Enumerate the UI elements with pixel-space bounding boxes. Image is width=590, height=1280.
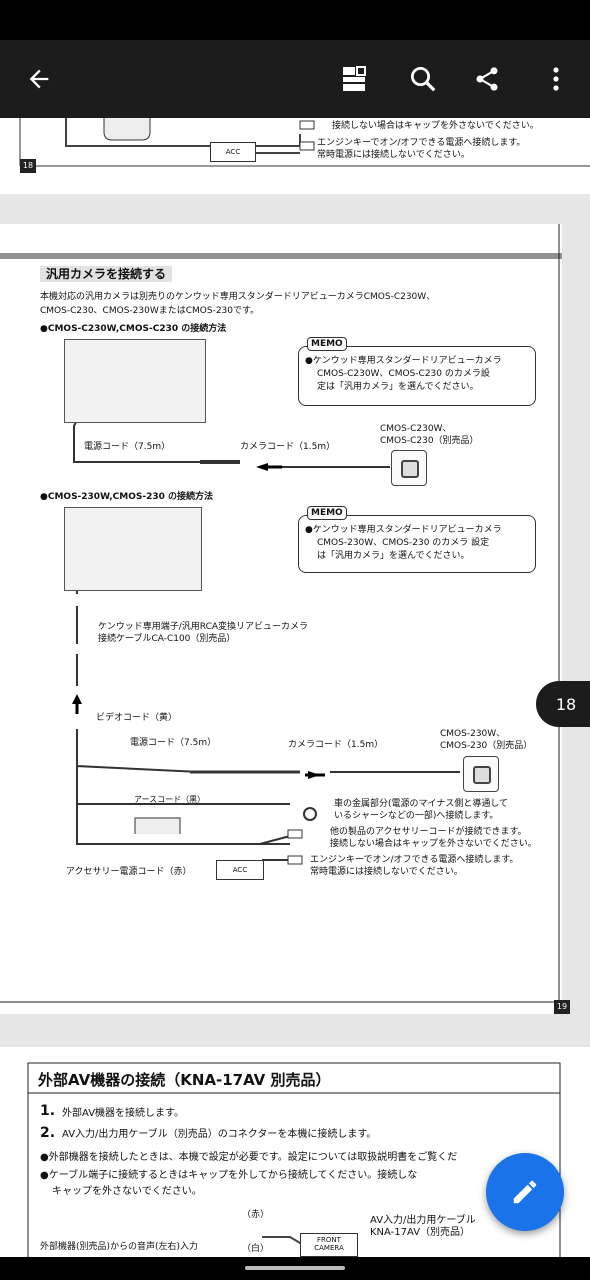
ign-note-1: エンジンキーでオン/オフできる電源へ接続します。 xyxy=(310,855,519,865)
step1-text: 外部AV機器を接続します。 xyxy=(62,1108,185,1119)
status-bar xyxy=(0,0,590,40)
method1-title: ●CMOS-C230W,CMOS-C230 の接続方法 xyxy=(40,324,227,334)
camera-1 xyxy=(391,450,427,486)
page-number-19: 19 xyxy=(554,1000,570,1014)
page-20: 外部AV機器の接続（KNA-17AV 別売品） 1. 外部AV機器を接続します。… xyxy=(0,1047,590,1257)
acc-note-2: 接続しない場合はキャップを外さないでください。 xyxy=(330,839,537,849)
memo1-line2: CMOS-C230W、CMOS-C230 のカメラ設 xyxy=(317,369,490,379)
page-18-diagram xyxy=(19,118,590,167)
page18-line3: 常時電源には接続しないでください。 xyxy=(317,150,470,160)
head-unit-2 xyxy=(64,507,202,591)
power-cord-2-label: 電源コード（7.5m） xyxy=(130,738,217,748)
adapter-label-1: ケンウッド専用端子/汎用RCA変換リアビューカメラ xyxy=(98,622,309,632)
memo-box-2: MEMO ●ケンウッド専用スタンダードリアビューカメラ CMOS-230W、CM… xyxy=(298,506,536,573)
cam2-label-1: CMOS-230W、 xyxy=(440,729,506,739)
power-cord-1-label: 電源コード（7.5m） xyxy=(84,442,171,452)
page-indicator-badge: 18 xyxy=(536,681,590,727)
home-handle[interactable] xyxy=(245,1266,345,1270)
document-outline-icon[interactable] xyxy=(330,40,378,118)
page18-line1: 接続しない場合はキャップを外さないでください。 xyxy=(332,121,539,131)
back-arrow-icon[interactable] xyxy=(14,40,64,118)
page-19: 汎用カメラを接続する 本機対応の汎用カメラは別売りのケンウッド専用スタンダードリ… xyxy=(0,224,570,1014)
app-bar xyxy=(0,40,590,118)
front-camera-box: FRONT CAMERA xyxy=(300,1233,358,1257)
camera-cord-2-label: カメラコード（1.5m） xyxy=(288,740,384,750)
method2-title: ●CMOS-230W,CMOS-230 の接続方法 xyxy=(40,492,214,502)
head-unit-1 xyxy=(64,339,206,423)
memo1-line3: 定は「汎用カメラ」を選んでください。 xyxy=(317,382,479,392)
memo-box-1: MEMO ●ケンウッド専用スタンダードリアビューカメラ CMOS-C230W、C… xyxy=(298,337,536,406)
memo1-line1: ●ケンウッド専用スタンダードリアビューカメラ xyxy=(305,356,502,366)
page18-line2: エンジンキーでオン/オフできる電源へ接続します。 xyxy=(317,138,526,148)
note-3: キャップを外さないでください。 xyxy=(52,1186,202,1197)
memo2-line1: ●ケンウッド専用スタンダードリアビューカメラ xyxy=(305,525,502,535)
camera-cord-1-label: カメラコード（1.5m） xyxy=(240,442,336,452)
earth-cord-label: アースコード（黒） xyxy=(134,795,206,804)
acc-cord-label: アクセサリー電源コード（赤） xyxy=(66,867,192,877)
acc-box: ACC xyxy=(210,142,256,162)
video-cord-label: ビデオコード（黄） xyxy=(96,713,178,723)
cable-label-1: AV入力/出力用ケーブル xyxy=(370,1215,476,1226)
acc-box-2: ACC xyxy=(216,860,264,880)
white-label: （白） xyxy=(242,1244,270,1254)
cam1-label-2: CMOS-C230（別売品） xyxy=(380,436,479,446)
step2-number: 2. xyxy=(40,1125,56,1141)
page-19-wiring-diagram xyxy=(0,224,562,1014)
memo-tag-1: MEMO xyxy=(307,337,347,351)
camera-2 xyxy=(463,756,499,792)
memo2-line2: CMOS-230W、CMOS-230 のカメラ 設定 xyxy=(317,538,490,548)
front-camera-line-1: FRONT xyxy=(317,1236,341,1244)
search-icon[interactable] xyxy=(398,40,448,118)
page-18: ACC 接続しない場合はキャップを外さないでください。 エンジンキーでオン/オフ… xyxy=(0,118,590,194)
intro-line-2: CMOS-C230、CMOS-230WまたはCMOS-230です。 xyxy=(40,306,260,316)
audio-input-label: 外部機器(別売品)からの音声(左右)入力 xyxy=(40,1242,199,1252)
navigation-bar xyxy=(0,1257,590,1280)
page-20-frame xyxy=(27,1062,561,1257)
cam2-label-2: CMOS-230（別売品） xyxy=(440,741,533,751)
edit-fab-button[interactable] xyxy=(486,1153,564,1231)
adapter-label-2: 接続ケーブルCA-C100（別売品） xyxy=(98,634,236,644)
cable-label-2: KNA-17AV（別売品） xyxy=(370,1227,471,1238)
page20-title: 外部AV機器の接続（KNA-17AV 別売品） xyxy=(38,1071,331,1089)
earth-note-2: いるシャーシなどの一部)へ接続します。 xyxy=(334,811,499,821)
edit-pencil-icon xyxy=(513,1180,537,1204)
earth-note-1: 車の金属部分(電源のマイナス側と導通して xyxy=(334,799,509,809)
page-number-18: 18 xyxy=(20,159,36,173)
step1-number: 1. xyxy=(40,1103,56,1119)
note-1: ●外部機器を接続したときは、本機で設定が必要です。設定については取扱説明書をご覧… xyxy=(40,1152,458,1163)
more-vert-icon[interactable] xyxy=(536,40,576,118)
share-icon[interactable] xyxy=(462,40,512,118)
memo2-line3: は「汎用カメラ」を選んでください。 xyxy=(317,551,470,561)
acc-note-1: 他の製品のアクセサリーコードが接続できます。 xyxy=(330,827,527,837)
memo-tag-2: MEMO xyxy=(307,506,347,520)
step2-text: AV入力/出力用ケーブル（別売品）のコネクターを本機に接続します。 xyxy=(62,1129,377,1140)
ign-note-2: 常時電源には接続しないでください。 xyxy=(310,867,463,877)
red-label: （赤） xyxy=(242,1210,270,1220)
section-title: 汎用カメラを接続する xyxy=(40,266,173,282)
note-2: ●ケーブル端子に接続するときはキャップを外してから接続してください。接続しな xyxy=(40,1170,418,1181)
intro-line-1: 本機対応の汎用カメラは別売りのケンウッド専用スタンダードリアビューカメラCMOS… xyxy=(40,292,436,302)
cam1-label-1: CMOS-C230W、 xyxy=(380,424,452,434)
front-camera-line-2: CAMERA xyxy=(314,1244,344,1252)
